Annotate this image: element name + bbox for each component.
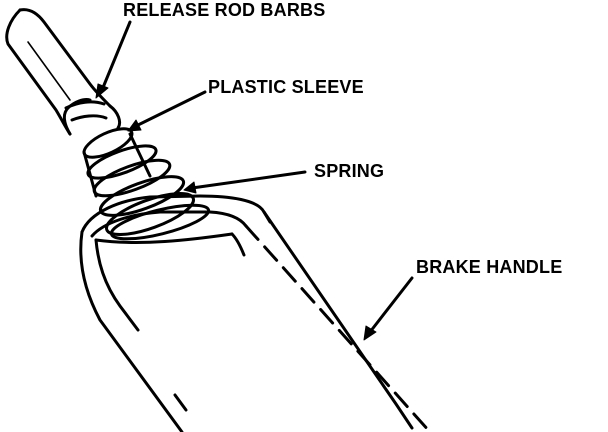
label-plastic-sleeve: PLASTIC SLEEVE xyxy=(208,77,364,97)
leader-brake-handle xyxy=(368,276,414,334)
brake-handle-body xyxy=(79,194,432,432)
leader-arrows xyxy=(95,20,414,341)
label-brake-handle: BRAKE HANDLE xyxy=(416,257,563,277)
label-release-rod-barbs: RELEASE ROD BARBS xyxy=(123,0,326,20)
release-rod xyxy=(5,8,122,136)
spring-coils xyxy=(86,144,211,241)
plastic-sleeve xyxy=(82,127,152,198)
label-spring: SPRING xyxy=(314,161,385,181)
leader-plastic-sleeve xyxy=(134,90,207,128)
leader-spring xyxy=(190,170,307,190)
leader-release-rod-barbs xyxy=(100,20,132,92)
